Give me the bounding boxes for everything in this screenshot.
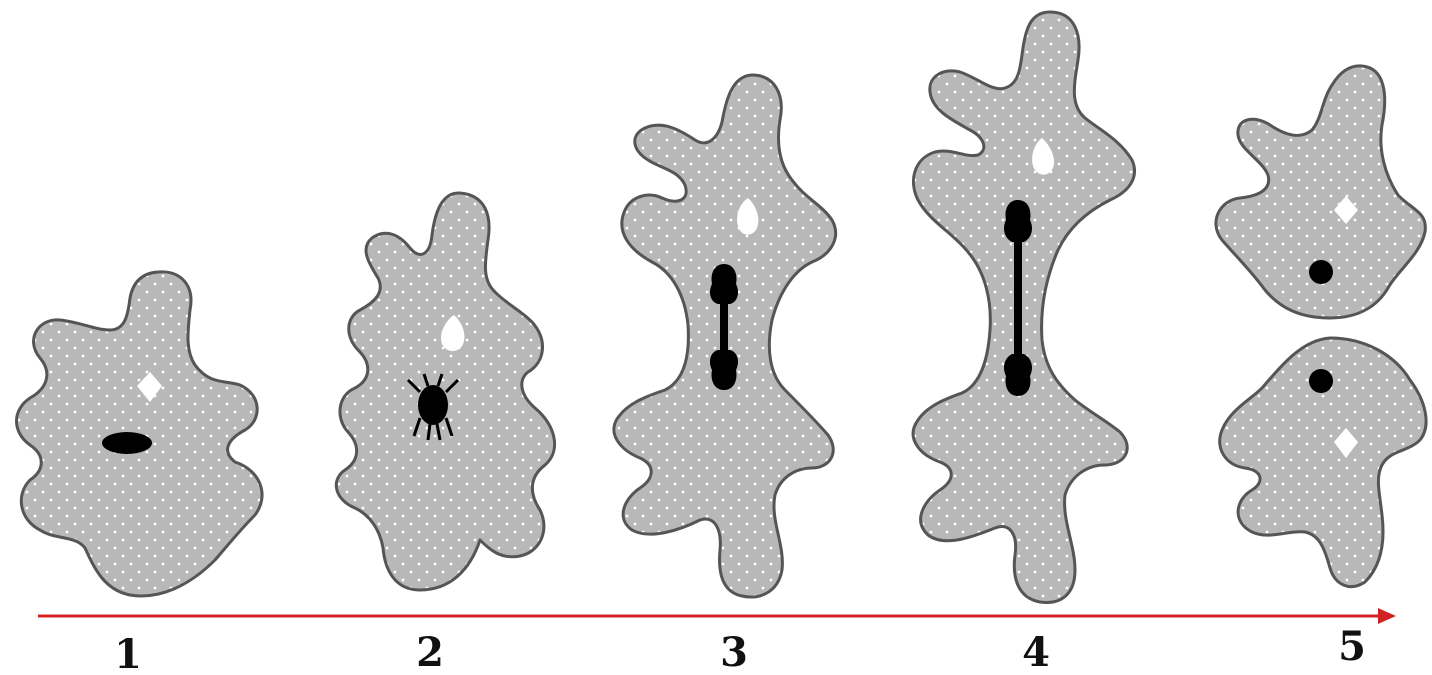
nucleus-bottom-5 <box>1309 369 1333 393</box>
timeline-arrow <box>38 608 1396 624</box>
stage-label-4: 4 <box>1022 629 1050 675</box>
amoeba-stage-3 <box>614 75 836 597</box>
amoeba-stage-5 <box>1216 66 1426 587</box>
amoeba-stage-2 <box>336 193 554 590</box>
stage-label-3: 3 <box>720 629 748 675</box>
amoeba-stage-1 <box>17 272 263 596</box>
stage-label-2: 2 <box>416 629 444 675</box>
stage-label-1: 1 <box>114 631 142 675</box>
arrowhead-icon <box>1378 608 1396 624</box>
amoeba-body-4 <box>913 12 1134 603</box>
stage-label-5: 5 <box>1338 623 1366 670</box>
nucleus-top-5 <box>1309 260 1333 284</box>
nucleus-1 <box>102 432 152 454</box>
amoeba-stage-4 <box>913 12 1134 603</box>
amoeba-body-2 <box>336 193 554 590</box>
